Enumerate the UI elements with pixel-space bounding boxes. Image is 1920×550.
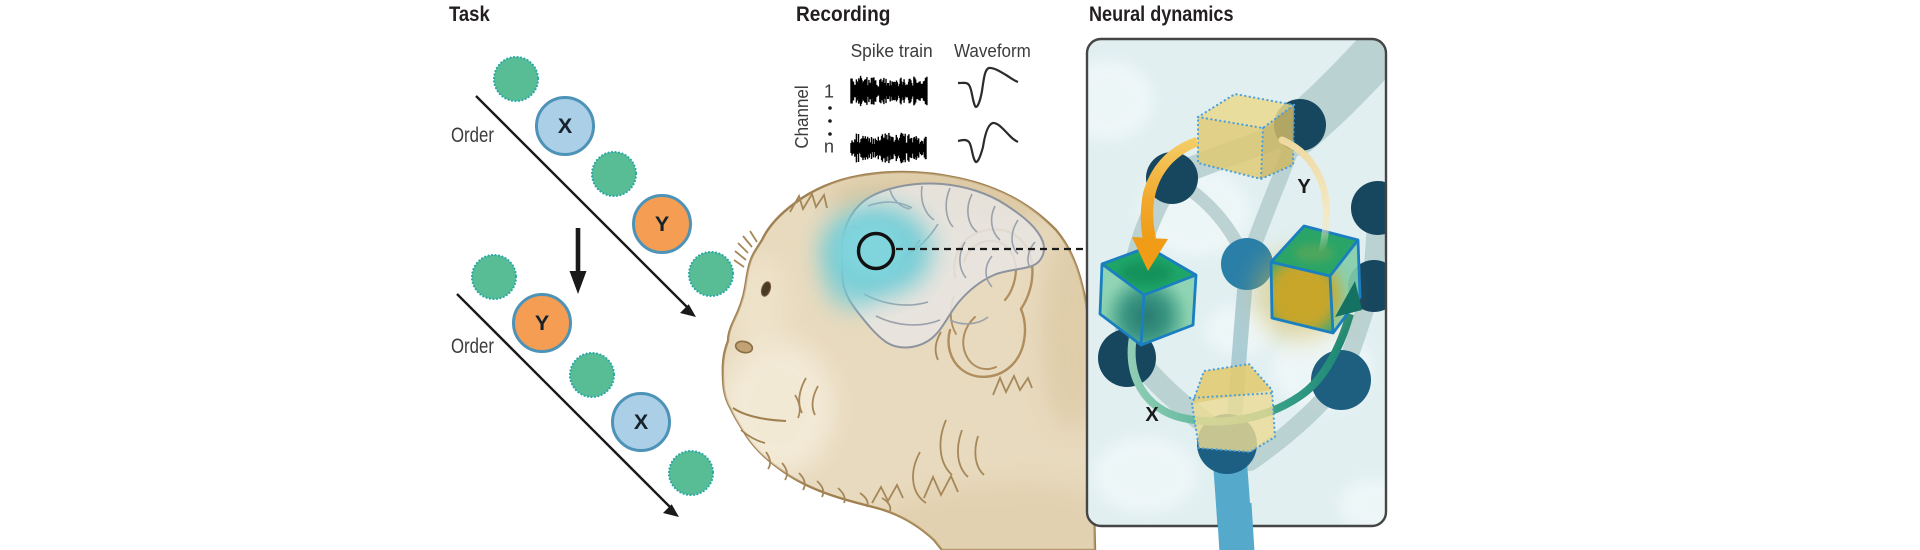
svg-text:X: X [558, 114, 573, 138]
svg-text:Order: Order [451, 335, 495, 358]
svg-text:Recording: Recording [796, 3, 890, 26]
svg-text:Waveform: Waveform [954, 40, 1031, 61]
svg-text:Neural dynamics: Neural dynamics [1089, 3, 1234, 27]
svg-text:1: 1 [824, 81, 834, 102]
svg-text:n: n [824, 136, 834, 157]
svg-text:Channel: Channel [791, 85, 812, 148]
svg-text:Order: Order [451, 124, 495, 147]
svg-text:Spike train: Spike train [851, 41, 933, 62]
svg-text:X: X [1145, 404, 1159, 426]
svg-text:Y: Y [535, 311, 549, 335]
svg-text:Y: Y [1297, 176, 1311, 198]
svg-text:X: X [634, 410, 649, 434]
svg-text:Y: Y [655, 212, 669, 236]
svg-text:Task: Task [449, 3, 491, 26]
